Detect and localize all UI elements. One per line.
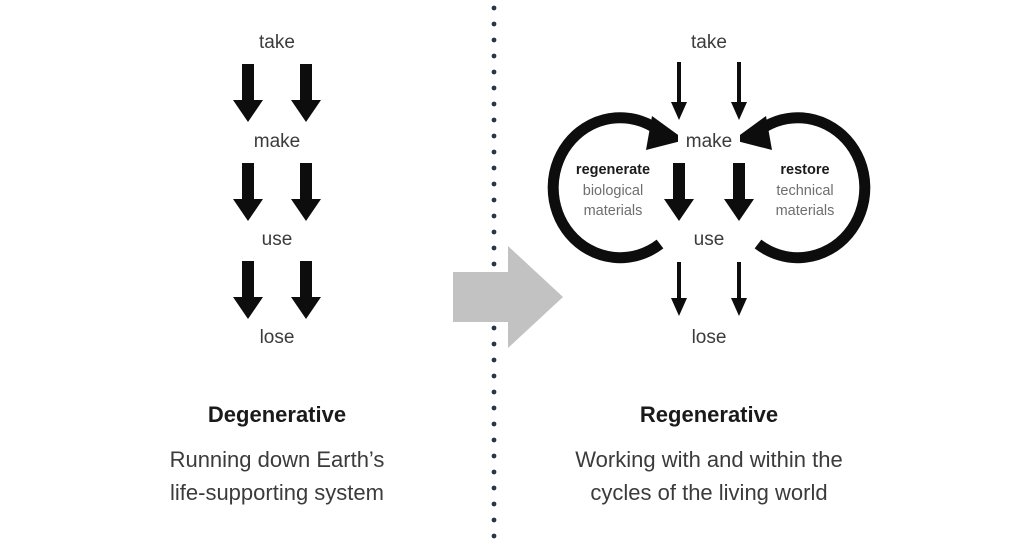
label-backdrop <box>682 31 736 55</box>
caption-line-degenerative-1: Running down Earth’s <box>170 447 385 472</box>
regenerate-loop: regenerate biological materials <box>547 112 685 264</box>
thick-down-arrow-icon <box>233 261 263 319</box>
divider-dot <box>491 437 497 443</box>
node-label-take-right: take <box>691 32 727 53</box>
divider-dot <box>491 325 497 331</box>
caption-title-regenerative: Regenerative <box>640 402 778 427</box>
divider-dot <box>491 517 497 523</box>
thick-down-arrow-icon <box>291 261 321 319</box>
caption-line-degenerative-2: life-supporting system <box>170 480 384 505</box>
divider-dot <box>491 21 497 27</box>
arrow-group-use-lose-left <box>233 261 321 319</box>
divider-dot <box>491 261 497 267</box>
dotted-vertical-divider <box>491 5 497 539</box>
caption-title-degenerative: Degenerative <box>208 402 346 427</box>
regenerate-arrowhead-icon <box>646 116 685 150</box>
restore-loop-sub-1: technical <box>776 183 833 199</box>
divider-dot <box>491 533 497 539</box>
caption-line-regenerative-2: cycles of the living world <box>590 480 827 505</box>
divider-dot <box>491 149 497 155</box>
divider-dot <box>491 389 497 395</box>
regenerative-panel: regenerate biological materials restore … <box>547 31 871 505</box>
caption-line-regenerative-1: Working with and within the <box>575 447 842 472</box>
arrow-group-take-make-right <box>671 62 747 120</box>
divider-dot <box>491 101 497 107</box>
divider-dot <box>491 53 497 59</box>
divider-dot <box>491 213 497 219</box>
node-label-make-left: make <box>254 131 300 152</box>
regenerate-loop-sub-1: biological <box>583 183 643 199</box>
node-label-lose-left: lose <box>260 327 295 348</box>
restore-ring-arc <box>752 112 871 264</box>
thin-down-arrow-icon <box>671 262 687 316</box>
divider-dot <box>491 453 497 459</box>
thick-down-arrow-icon <box>233 64 263 122</box>
node-label-make-right: make <box>686 131 732 152</box>
divider-dot <box>491 245 497 251</box>
divider-dot <box>491 341 497 347</box>
regenerate-loop-title: regenerate <box>576 162 650 178</box>
restore-arrowhead-icon <box>733 116 772 150</box>
thick-down-arrow-icon <box>724 163 754 221</box>
divider-dot <box>491 5 497 11</box>
arrow-group-make-use-left <box>233 163 321 221</box>
restore-loop-title: restore <box>780 162 829 178</box>
node-label-use-right: use <box>694 229 725 250</box>
divider-dot <box>491 373 497 379</box>
divider-dot <box>491 181 497 187</box>
node-labels-right: take make use lose <box>678 31 740 351</box>
thick-down-arrow-icon <box>291 64 321 122</box>
divider-dot <box>491 357 497 363</box>
divider-dot <box>491 117 497 123</box>
divider-dot <box>491 405 497 411</box>
thin-down-arrow-icon <box>671 62 687 120</box>
restore-loop-sub-2: materials <box>776 203 835 219</box>
label-backdrop <box>684 327 736 351</box>
thick-down-arrow-icon <box>233 163 263 221</box>
degenerative-panel: take make use lose Degenerative Running … <box>170 32 385 505</box>
restore-loop: restore technical materials <box>733 112 871 264</box>
node-label-lose-right: lose <box>692 327 727 348</box>
thin-down-arrow-icon <box>731 62 747 120</box>
node-label-use-left: use <box>262 229 293 250</box>
divider-dot <box>491 37 497 43</box>
arrow-group-use-lose-right <box>671 262 747 316</box>
divider-dot <box>491 165 497 171</box>
thick-down-arrow-icon <box>664 163 694 221</box>
arrow-group-take-make-left <box>233 64 321 122</box>
divider-dot <box>491 85 497 91</box>
regenerate-loop-sub-2: materials <box>584 203 643 219</box>
label-backdrop <box>678 129 740 155</box>
transition-arrow-icon <box>453 246 563 348</box>
regenerate-ring-arc <box>547 112 666 264</box>
divider-dot <box>491 133 497 139</box>
arrow-group-make-use-right <box>664 163 754 221</box>
thick-down-arrow-icon <box>291 163 321 221</box>
divider-dot <box>491 421 497 427</box>
label-backdrop <box>684 228 734 253</box>
divider-dot <box>491 501 497 507</box>
divider-dot <box>491 229 497 235</box>
thin-down-arrow-icon <box>731 262 747 316</box>
divider-dot <box>491 197 497 203</box>
divider-dot <box>491 469 497 475</box>
node-label-take-left: take <box>259 32 295 53</box>
divider-dot <box>491 69 497 75</box>
divider-dot <box>491 485 497 491</box>
